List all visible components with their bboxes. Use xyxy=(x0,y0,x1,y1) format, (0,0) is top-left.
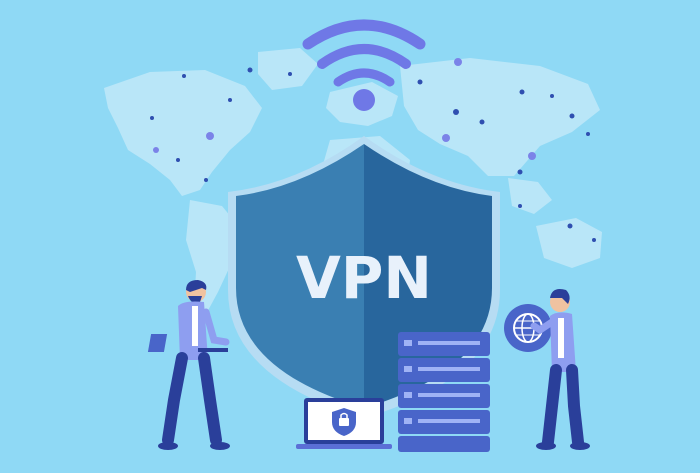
person-with-laptop xyxy=(147,280,230,450)
server-rack-icon xyxy=(398,332,490,452)
map-dots xyxy=(150,58,596,242)
wifi-icon xyxy=(302,19,426,111)
shield-label: VPN xyxy=(296,244,432,312)
globe-icon xyxy=(504,304,552,352)
person-with-globe xyxy=(504,289,590,450)
laptop-screen xyxy=(296,398,392,449)
lock-icon xyxy=(332,408,356,436)
laptop-icon xyxy=(147,334,228,352)
